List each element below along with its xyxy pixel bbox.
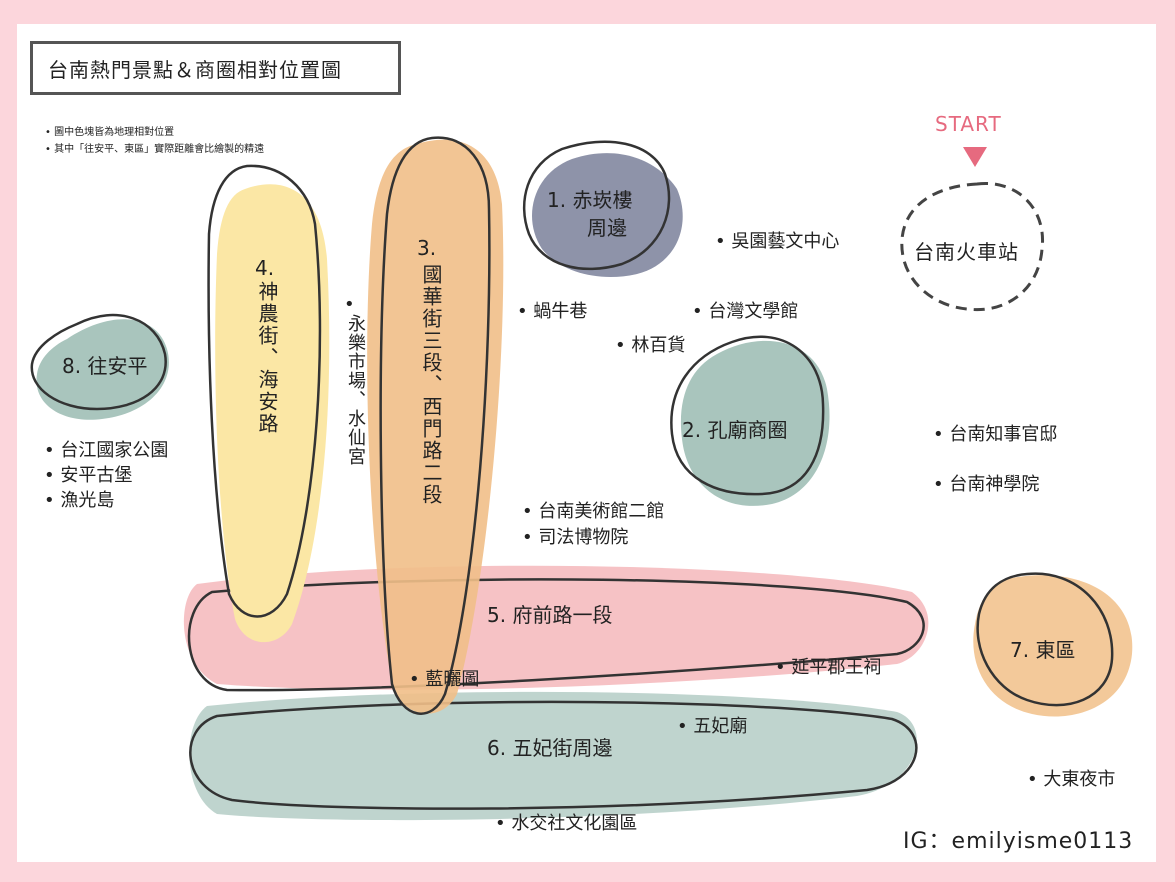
area-8-label: 8. 往安平 xyxy=(62,354,148,378)
area-2-label: 2. 孔廟商圈 xyxy=(682,418,788,442)
spot-taijiang: • 台江國家公園 xyxy=(44,440,169,461)
spot-wufei: • 五妃廟 xyxy=(677,716,748,737)
station-circle xyxy=(900,181,1045,312)
start-arrow-icon xyxy=(963,147,987,167)
spot-dadong: • 大東夜市 xyxy=(1027,769,1116,790)
map-title: 台南熱門景點＆商圈相對位置圖 xyxy=(30,41,401,95)
start-label: START xyxy=(935,112,1002,136)
area-1-shape xyxy=(522,140,683,277)
note-2: • 其中「往安平、東區」實際距離會比繪製的精遠 xyxy=(45,144,265,155)
area-1-label-line1: 1. 赤崁樓 xyxy=(547,188,633,212)
area-4-number: 4. xyxy=(255,256,275,280)
area-7-label: 7. 東區 xyxy=(1010,638,1076,662)
area-4-shape xyxy=(207,164,330,643)
spot-woniu: • 蝸牛巷 xyxy=(517,301,588,322)
spot-zhishi: • 台南知事官邸 xyxy=(933,424,1058,445)
spot-anping: • 安平古堡 xyxy=(44,465,133,486)
spot-shenxue: • 台南神學院 xyxy=(933,474,1040,495)
spot-yuguang: • 漁光島 xyxy=(44,490,115,511)
area-6-shape xyxy=(189,691,918,821)
area-5-label: 5. 府前路一段 xyxy=(487,603,613,627)
station-label: 台南火車站 xyxy=(914,240,1019,264)
area-2-shape xyxy=(670,335,830,506)
area-5-shape xyxy=(183,565,929,692)
area-3-label: 國華街三段、西門路二段 xyxy=(419,264,443,506)
spot-justice: • 司法博物院 xyxy=(522,527,629,548)
spot-yanping: • 延平郡王祠 xyxy=(775,657,882,678)
area-7-shape xyxy=(973,572,1133,717)
spot-art2: • 台南美術館二館 xyxy=(522,501,665,522)
area-8-shape xyxy=(30,313,169,420)
spot-yongle-bullet: • xyxy=(344,294,355,315)
map-canvas: 台南熱門景點＆商圈相對位置圖 • 圖中色塊皆為地理相對位置 • 其中「往安平、東… xyxy=(17,24,1156,862)
spot-wuyuan: • 吳園藝文中心 xyxy=(715,231,840,252)
area-6-label: 6. 五妃街周邊 xyxy=(487,736,613,760)
spot-linbai: • 林百貨 xyxy=(615,335,686,356)
area-4-label: 神農街、海安路 xyxy=(255,281,279,435)
spot-taiwan-lit: • 台灣文學館 xyxy=(692,301,799,322)
area-3-shape xyxy=(367,136,504,715)
ig-credit: IG：emilyisme0113 xyxy=(903,829,1134,854)
note-1: • 圖中色塊皆為地理相對位置 xyxy=(45,127,175,138)
spot-lanshai: • 藍曬圖 xyxy=(409,669,480,690)
area-3-number: 3. xyxy=(417,236,437,260)
area-1-label-line2: 周邊 xyxy=(587,216,627,240)
spot-shuijiao: • 水交社文化園區 xyxy=(495,813,638,834)
map-shapes xyxy=(30,136,1133,821)
spot-yongle: 永樂市場、水仙宮 xyxy=(345,314,366,466)
